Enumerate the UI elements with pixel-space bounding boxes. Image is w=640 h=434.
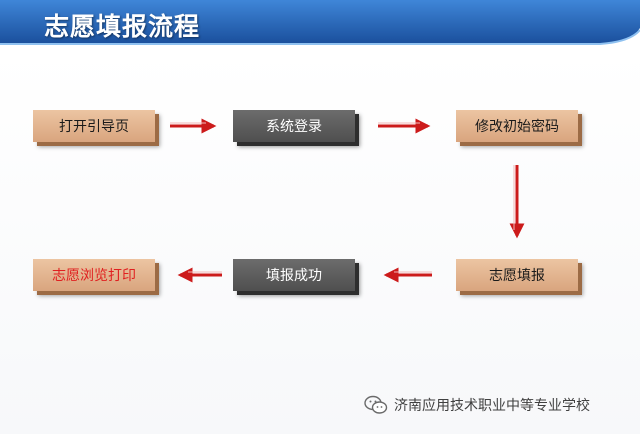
step-label: 系统登录	[266, 119, 322, 135]
step-open-guide-page: 打开引导页	[33, 110, 155, 142]
footer-watermark: 济南应用技术职业中等专业学校	[364, 395, 590, 415]
step-label: 打开引导页	[59, 119, 129, 135]
step-system-login: 系统登录	[233, 110, 355, 142]
step-fill-success: 填报成功	[233, 259, 355, 291]
step-label: 修改初始密码	[475, 119, 559, 135]
flow-diagram: 打开引导页 系统登录 修改初始密码 志愿填报 填报成功 志愿浏览打印	[0, 50, 640, 434]
header-banner: 志愿填报流程	[0, 0, 640, 50]
step-label: 填报成功	[266, 268, 322, 284]
page-title: 志愿填报流程	[44, 12, 201, 41]
step-fill-application: 志愿填报	[456, 259, 578, 291]
footer-text: 济南应用技术职业中等专业学校	[394, 398, 590, 414]
wechat-icon	[364, 395, 388, 414]
step-label: 志愿填报	[489, 268, 545, 284]
header-background	[0, 0, 640, 45]
flow-arrows	[170, 118, 525, 283]
step-change-initial-password: 修改初始密码	[456, 110, 578, 142]
step-browse-print: 志愿浏览打印	[33, 259, 155, 291]
step-label: 志愿浏览打印	[52, 268, 136, 284]
